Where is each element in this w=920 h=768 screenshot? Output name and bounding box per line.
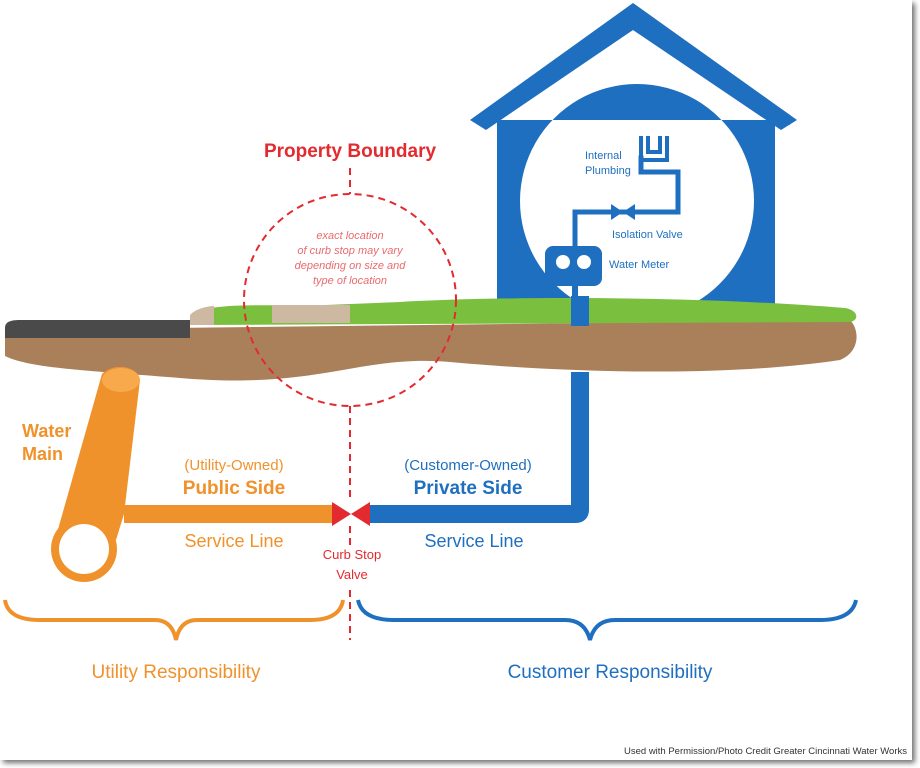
isolation-valve-label: Isolation Valve — [612, 229, 683, 241]
private-side-label: Private Side — [414, 478, 523, 499]
public-side-label: Public Side — [183, 478, 285, 499]
isolation-valve — [611, 204, 635, 220]
customer-responsibility-label: Customer Responsibility — [508, 662, 713, 683]
water-meter — [545, 246, 602, 298]
house-walls — [497, 84, 775, 318]
curb-note-line-4: type of location — [313, 275, 387, 287]
water-meter-label: Water Meter — [609, 259, 669, 271]
water-main-label: Water Main — [22, 421, 71, 464]
road — [5, 320, 190, 338]
utility-brace — [3, 599, 345, 641]
utility-responsibility-label: Utility Responsibility — [92, 662, 261, 683]
internal-plumbing-line-2: Plumbing — [585, 165, 631, 177]
customer-owned-label: (Customer-Owned) — [404, 457, 532, 474]
curb — [190, 306, 214, 325]
ground — [5, 298, 857, 381]
curb-stop-line-2: Valve — [336, 567, 368, 582]
water-main-line-2: Main — [22, 444, 63, 464]
property-boundary — [243, 168, 457, 640]
curb-note-line-3: depending on size and — [295, 260, 407, 272]
photo-credit: Used with Permission/Photo Credit Greate… — [624, 746, 907, 757]
private-service-line-label: Service Line — [424, 531, 523, 551]
curb-stop-valve — [332, 502, 370, 526]
soil — [5, 320, 857, 381]
curb-note-line-2: of curb stop may vary — [297, 245, 404, 257]
internal-plumbing-line-1: Internal — [585, 150, 622, 162]
private-service-line — [365, 372, 589, 523]
public-service-line-label: Service Line — [184, 531, 283, 551]
internal-plumbing — [572, 136, 681, 248]
curb-stop-line-1: Curb Stop — [323, 547, 382, 562]
sidewalk — [272, 305, 350, 323]
grass — [196, 298, 857, 325]
water-main — [51, 366, 140, 582]
customer-brace — [356, 599, 858, 641]
curb-note: exact location of curb stop may vary dep… — [295, 230, 407, 287]
curb-stop-valve-label: Curb Stop Valve — [323, 547, 382, 582]
utility-owned-label: (Utility-Owned) — [184, 457, 283, 474]
water-main-line-1: Water — [22, 421, 71, 441]
property-boundary-label: Property Boundary — [264, 141, 437, 162]
house — [470, 3, 797, 318]
internal-plumbing-label: Internal Plumbing — [585, 150, 631, 177]
curb-note-line-1: exact location — [316, 230, 383, 242]
